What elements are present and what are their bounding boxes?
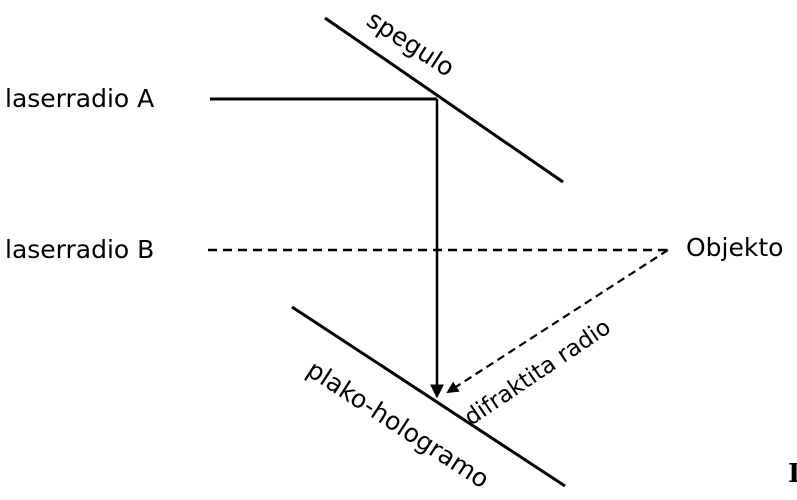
corner-glyph: I	[788, 459, 797, 489]
plate-hologram-line	[291, 305, 566, 488]
laser-a-label: laserradio A	[5, 84, 154, 113]
mirror-line	[324, 16, 564, 184]
diffracted-ray-label: difraktita radio	[460, 314, 616, 431]
diffracted-ray-line	[446, 249, 669, 394]
mirror-label: spegulo	[362, 5, 460, 83]
laser-b-label: laserradio B	[5, 235, 154, 264]
object-label: Objekto	[686, 233, 783, 262]
